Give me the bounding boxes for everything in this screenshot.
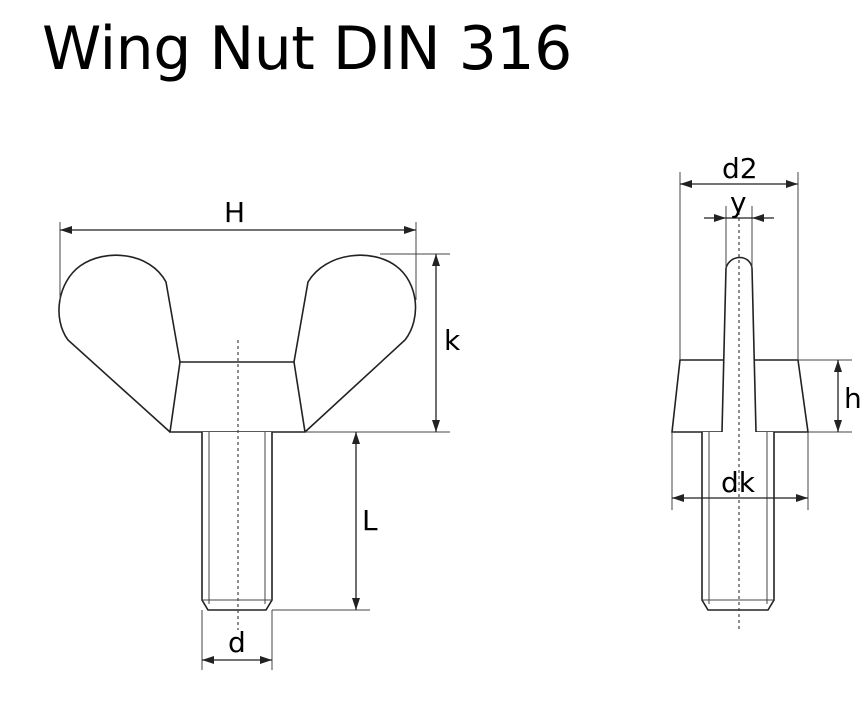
label-dk: dk <box>721 466 756 499</box>
L-arrow-bottom <box>352 598 360 610</box>
label-d: d <box>228 626 246 659</box>
label-H: H <box>224 196 245 229</box>
label-y: y <box>730 186 747 219</box>
dk-arrow-left <box>672 494 684 502</box>
right-wing <box>293 254 417 433</box>
label-k: k <box>444 324 461 357</box>
L-arrow-top <box>352 432 360 444</box>
y-arrow-left <box>714 214 726 222</box>
H-arrow-right <box>404 226 416 234</box>
label-L: L <box>362 504 378 537</box>
side-bolt-shank <box>701 432 775 611</box>
left-wing <box>58 254 181 433</box>
page-title: Wing Nut DIN 316 <box>42 14 572 84</box>
k-arrow-top <box>432 254 440 266</box>
d2-arrow-left <box>680 180 692 188</box>
d2-arrow-right <box>786 180 798 188</box>
dk-arrow-right <box>796 494 808 502</box>
y-arrow-right <box>752 214 764 222</box>
h-arrow-bottom <box>834 420 842 432</box>
front-view: H k L d <box>58 196 461 670</box>
H-arrow-left <box>60 226 72 234</box>
k-arrow-bottom <box>432 420 440 432</box>
label-h: h <box>844 382 862 415</box>
d-arrow-right <box>260 656 272 664</box>
bolt-shank <box>201 432 273 611</box>
h-arrow-top <box>834 360 842 372</box>
side-view: d2 y h dk <box>671 152 862 632</box>
label-d2: d2 <box>722 152 758 185</box>
d-arrow-left <box>202 656 214 664</box>
